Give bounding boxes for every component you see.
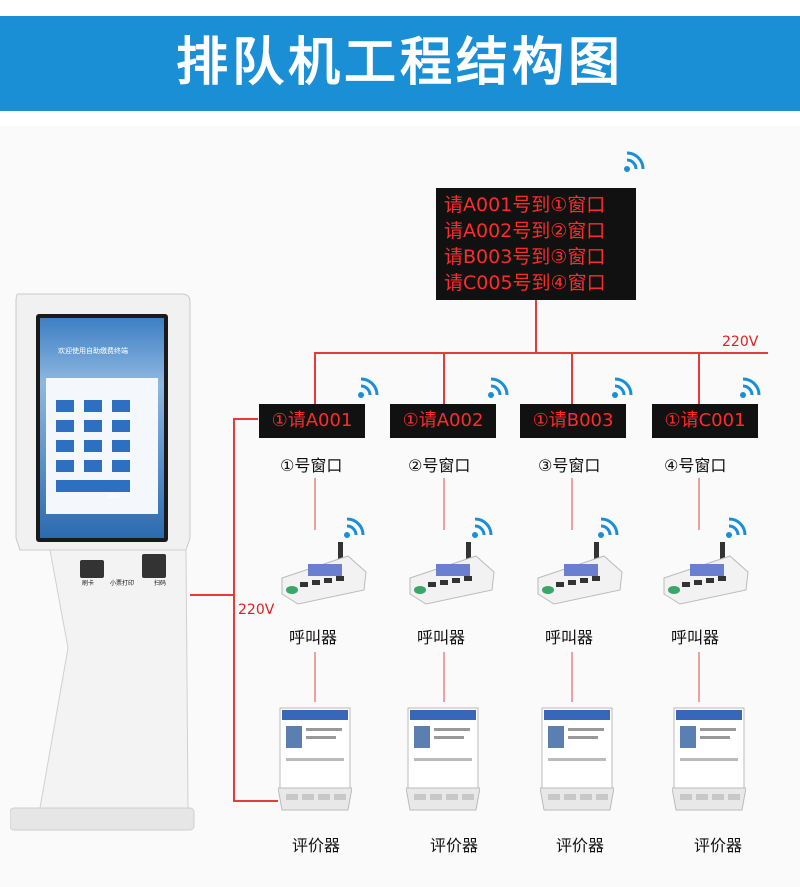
evaluator-device-1 [278,706,352,814]
window-name-3: ③号窗口 [538,452,600,476]
main-led-display: 请A001号到①窗口 请A002号到②窗口 请B003号到③窗口 请C005号到… [436,188,636,300]
wire-power-top [698,352,768,354]
wire-to-window-3 [571,352,573,404]
window-name-4: ④号窗口 [664,452,726,476]
evaluator-label-2: 评价器 [430,832,478,856]
pager-label-1: 呼叫器 [289,624,337,648]
evaluator-device-3 [540,706,614,814]
wifi-icon [724,512,752,540]
link-window-pager-2 [443,478,445,530]
pager-device-4 [660,538,750,608]
wire-left-top [233,418,258,420]
wire-to-window-4 [698,352,700,404]
main-display-line: 请C005号到④窗口 [444,270,628,296]
wifi-icon [342,512,370,540]
window-led-4: ①请C001 [652,404,758,438]
link-pager-evaluator-2 [443,652,445,702]
window-name-2: ②号窗口 [408,452,470,476]
kiosk-confirm-label: 确认 [108,491,120,500]
wire-to-window-2 [443,352,445,404]
power-label-top: 220V [722,334,758,350]
window-led-3: ①请B003 [520,404,626,438]
kiosk-terminal [10,288,200,832]
wire-left-vertical [233,418,235,802]
pager-label-2: 呼叫器 [417,624,465,648]
evaluator-label-1: 评价器 [292,832,340,856]
evaluator-label-3: 评价器 [556,832,604,856]
wifi-icon [596,512,624,540]
wifi-icon [486,372,514,400]
page-title: 排队机工程结构图 [0,16,800,111]
kiosk-receipt-label: 小票打印 [110,578,134,587]
power-label-left: 220V [238,602,274,618]
link-window-pager-4 [698,478,700,530]
evaluator-device-4 [672,706,746,814]
link-pager-evaluator-4 [698,652,700,702]
wire-bus-horizontal [314,352,700,354]
kiosk-scan-label: 扫码 [154,578,166,587]
kiosk-card-label: 刷卡 [82,578,94,587]
pager-device-2 [406,538,496,608]
pager-label-4: 呼叫器 [671,624,719,648]
wifi-icon [356,372,384,400]
window-name-1: ①号窗口 [280,452,342,476]
main-display-line: 请A002号到②窗口 [444,218,628,244]
link-pager-evaluator-1 [314,652,316,702]
evaluator-device-2 [406,706,480,814]
wifi-icon [738,372,766,400]
pager-device-1 [278,538,368,608]
wifi-icon [470,512,498,540]
wire-main-display-down [535,300,537,352]
wire-to-window-1 [314,352,316,404]
pager-device-3 [534,538,624,608]
wire-left-bottom [233,800,278,802]
main-display-line: 请B003号到③窗口 [444,244,628,270]
wifi-icon [622,146,650,174]
link-window-pager-3 [571,478,573,530]
evaluator-label-4: 评价器 [694,832,742,856]
main-display-line: 请A001号到①窗口 [444,192,628,218]
kiosk-welcome-text: 欢迎使用自助缴费终端 [58,346,128,356]
window-led-1: ①请A001 [259,404,365,438]
wifi-icon [610,372,638,400]
link-window-pager-1 [314,478,316,530]
link-pager-evaluator-3 [571,652,573,702]
pager-label-3: 呼叫器 [545,624,593,648]
window-led-2: ①请A002 [390,404,496,438]
